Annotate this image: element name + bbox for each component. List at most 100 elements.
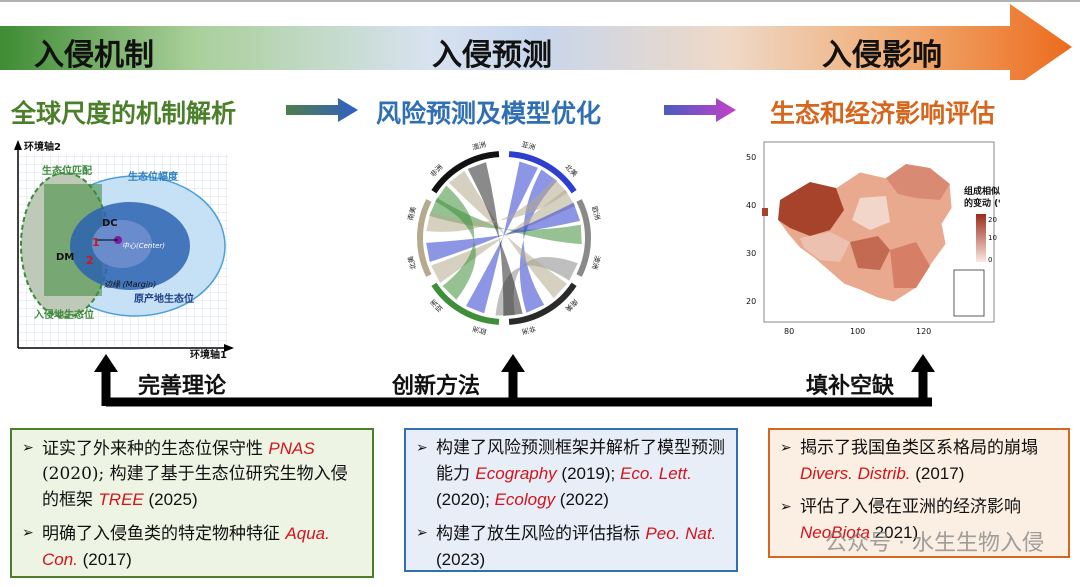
bullet-arrow-icon: ➢: [416, 440, 428, 456]
niche-y-axis: 环境轴2: [24, 140, 61, 153]
invaded-niche-label: 入侵地生态位: [34, 308, 94, 321]
watermark: 公众号 · 水生生物入侵: [825, 531, 1044, 556]
chord-arc: [431, 282, 500, 325]
achievement-text-part: (2019);: [556, 464, 620, 483]
map-legend-tick-0: 0: [988, 256, 992, 264]
achievement-item: ➢ 构建了放生风险的评估指标 Peo. Nat. (2023): [416, 521, 726, 573]
journal-reference: Aqua. Con.: [42, 524, 330, 569]
chord-region-label: 北美: [406, 255, 418, 271]
niche-marker-1: 1: [92, 236, 100, 249]
achievement-text-part: (2017): [910, 464, 965, 483]
bullet-arrow-icon: ➢: [22, 440, 34, 456]
chord-ribbon: [431, 189, 576, 283]
journal-reference: Peo. Nat.: [645, 524, 717, 543]
chord-arc: [576, 199, 591, 277]
arrow-prediction-to-impact: [664, 98, 736, 122]
chord-ribbon: [466, 161, 538, 314]
map-x-tick: 100: [850, 327, 865, 336]
chord-ribbon: [495, 257, 578, 316]
subhead-impact: 生态和经济影响评估: [770, 99, 996, 128]
stage-label-mechanism: 入侵机制: [34, 38, 154, 73]
map-y-tick: 50: [746, 153, 756, 162]
achievements-box-impact: ➢揭示了我国鱼类区系格局的崩塌 Divers. Distrib. (2017)➢…: [768, 428, 1070, 558]
achievement-text: 证实了外来种的生态位保守性 PNAS (2020); 构建了基于生态位研究生物入…: [42, 436, 362, 513]
chord-region-label: 北美: [563, 162, 579, 178]
niche-x-axis: 环境轴1: [190, 348, 227, 361]
achievement-text-part: (2023): [436, 550, 486, 569]
chord-ribbon: [435, 185, 476, 300]
achievement-text-part: (2020); 构建了基于生态位研究生物入侵的框架: [42, 464, 348, 510]
subhead-mechanism: 全球尺度的机制解析: [11, 99, 237, 128]
niche-dm-label: DM: [56, 252, 74, 263]
achievement-item: ➢ 构建了风险预测框架并解析了模型预测能力 Ecography (2019); E…: [416, 436, 726, 513]
journal-reference: Divers. Distrib.: [800, 464, 911, 483]
map-legend-tick-10: 10: [988, 234, 997, 242]
niche-marker-2: 2: [86, 254, 94, 267]
chord-arc: [508, 282, 577, 325]
stage-label-impact: 入侵影响: [822, 38, 942, 73]
niche-center-label: 中心(Center): [122, 242, 165, 250]
achievement-text-part: 构建了放生风险的评估指标: [436, 524, 646, 544]
chord-region-label: 澳洲: [590, 255, 602, 271]
achievement-text-part: 明确了入侵鱼类的特定物种特征: [42, 524, 286, 544]
subhead-prediction: 风险预测及模型优化: [376, 99, 602, 128]
chord-region-label: 欧洲: [590, 205, 602, 221]
label-improve-theory: 完善理论: [138, 374, 227, 399]
chord-region-label: 亚洲: [429, 298, 445, 314]
achievement-text: 揭示了我国鱼类区系格局的崩塌 Divers. Distrib. (2017): [800, 436, 1058, 487]
niche-match-label: 生态位匹配: [42, 164, 92, 177]
achievement-text-part: (2022): [555, 490, 609, 509]
chord-ribbon: [467, 162, 523, 316]
achievement-text-part: 2021): [869, 523, 919, 542]
achievement-text: 构建了风险预测框架并解析了模型预测能力 Ecography (2019); Ec…: [436, 436, 726, 513]
journal-reference: NeoBiota: [800, 523, 870, 542]
achievement-text-part: (2017): [77, 550, 132, 569]
niche-diagram: 1 2 环境轴2 环境轴1 生态位匹配 生态位幅度 DC DM 中心(Cente…: [14, 140, 234, 361]
achievement-text-part: 构建了风险预测框架并解析了模型预测能力: [436, 438, 725, 484]
bullet-arrow-icon: ➢: [780, 440, 792, 456]
chord-region-label: 南美: [406, 206, 418, 222]
achievement-text-part: 揭示了我国鱼类区系格局的崩塌: [800, 438, 1038, 458]
chord-ribbon: [448, 170, 568, 299]
stage-banner: [0, 0, 1080, 80]
achievement-item: ➢ 揭示了我国鱼类区系格局的崩塌 Divers. Distrib. (2017): [780, 436, 1058, 487]
achievement-text: 评估了入侵在亚洲的经济影响 NeoBiota 2021): [800, 495, 1058, 546]
achievement-item: ➢ 评估了入侵在亚洲的经济影响 NeoBiota 2021): [780, 495, 1058, 546]
achievement-text: 明确了入侵鱼类的特定物种特征 Aqua. Con. (2017): [42, 521, 362, 573]
bullet-arrow-icon: ➢: [416, 525, 428, 541]
label-fill-gaps: 填补空缺: [806, 374, 895, 399]
chord-arc: [431, 151, 500, 194]
native-niche-label: 原产地生态位: [134, 292, 194, 305]
chord-ribbon: [426, 202, 581, 262]
chord-region-label: 非洲: [521, 324, 537, 336]
niche-breadth-label: 生态位幅度: [128, 170, 179, 183]
achievement-item: ➢ 证实了外来种的生态位保守性 PNAS (2020); 构建了基于生态位研究生物…: [22, 436, 362, 513]
niche-dc-label: DC: [102, 218, 118, 229]
achievement-text-part: 评估了入侵在亚洲的经济影响: [800, 497, 1021, 517]
stage-label-prediction: 入侵预测: [432, 38, 552, 73]
chord-ribbon: [426, 178, 568, 232]
achievement-text-part: (2020);: [436, 490, 495, 509]
journal-reference: PNAS: [268, 439, 315, 458]
journal-reference: Ecography: [475, 464, 557, 483]
map-x-tick: 80: [784, 327, 794, 336]
map-legend-tick-20: 20: [988, 216, 997, 224]
journal-reference: Eco. Lett.: [620, 464, 692, 483]
map-y-tick: 40: [746, 201, 756, 210]
bullet-arrow-icon: ➢: [780, 499, 792, 515]
achievements-box-mechanism: ➢ 证实了外来种的生态位保守性 PNAS (2020); 构建了基于生态位研究生物…: [10, 428, 374, 578]
journal-reference: TREE: [98, 490, 144, 509]
chord-arc: [417, 199, 432, 277]
map-legend-title-2: 的变动 (%): [964, 197, 1000, 209]
achievements-box-prediction: ➢ 构建了风险预测框架并解析了模型预测能力 Ecography (2019); E…: [404, 428, 738, 572]
map-legend-title-1: 组成相似度: [964, 185, 1000, 197]
achievement-text: 构建了放生风险的评估指标 Peo. Nat. (2023): [436, 521, 726, 573]
chord-region-label: 欧洲: [472, 324, 488, 336]
niche-margin-label: 边缘 (Margin): [104, 280, 156, 289]
map-y-tick: 20: [746, 297, 756, 306]
label-innovate-method: 创新方法: [392, 374, 481, 399]
chord-region-label: 南美: [564, 297, 580, 313]
journal-reference: Ecology: [494, 490, 556, 509]
